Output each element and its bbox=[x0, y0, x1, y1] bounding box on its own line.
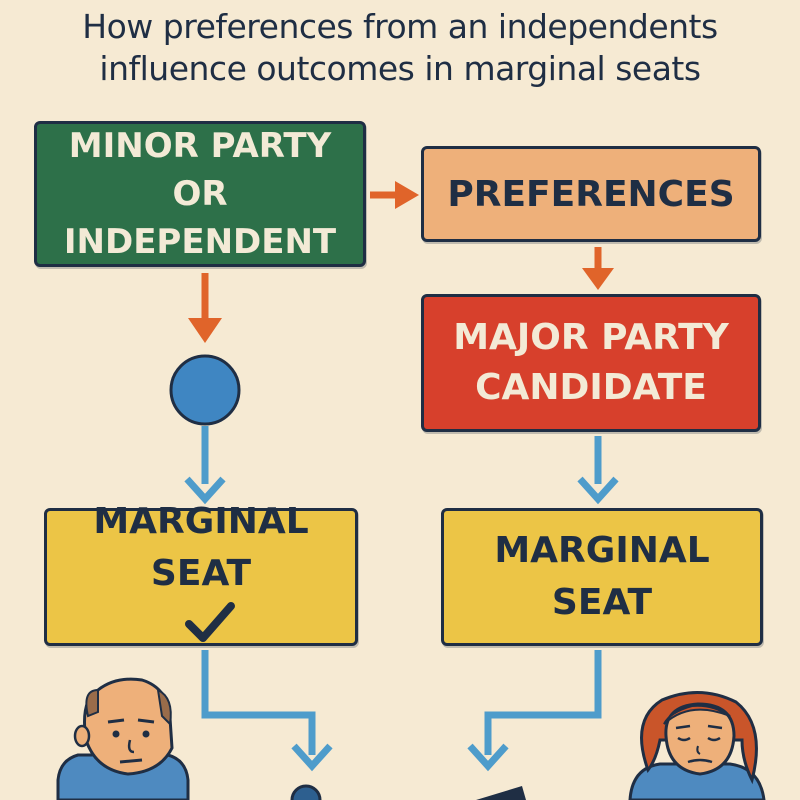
minor-party-line-1: MINOR PARTY bbox=[68, 126, 332, 166]
major-party-box: MAJOR PARTY CANDIDATE bbox=[421, 294, 761, 432]
major-party-line-2: CANDIDATE bbox=[475, 367, 707, 408]
marginal-seat-left-line-2: SEAT bbox=[150, 552, 252, 594]
arrow-seat-right-to-outcome bbox=[467, 650, 602, 772]
arrow-preferences-to-major bbox=[582, 247, 614, 290]
man-icon bbox=[56, 677, 190, 800]
marginal-seat-left-box: MARGINAL SEAT bbox=[44, 501, 358, 646]
diagram-title: How preferences from an independents inf… bbox=[0, 6, 800, 90]
preferences-label: PREFERENCES bbox=[447, 173, 735, 215]
title-line-1: How preferences from an independents bbox=[82, 7, 718, 46]
marginal-seat-right-line-1: MARGINAL bbox=[494, 530, 710, 571]
arrow-seat-left-to-outcome bbox=[201, 650, 333, 772]
arrow-minor-to-circle bbox=[188, 273, 222, 343]
arrow-minor-to-preferences bbox=[370, 181, 419, 209]
minor-party-box: MINOR PARTY OR INDEPENDENT bbox=[34, 121, 366, 267]
ballot-card-partial bbox=[476, 786, 526, 800]
marginal-seat-left-line-2-row: SEAT bbox=[151, 548, 251, 659]
arrow-circle-to-seat-left bbox=[184, 426, 226, 505]
arrow-major-to-seat-right bbox=[577, 436, 619, 505]
minor-party-line-2: OR INDEPENDENT bbox=[63, 174, 337, 262]
title-line-2: influence outcomes in marginal seats bbox=[99, 49, 701, 88]
marginal-seat-right-line-2: SEAT bbox=[551, 582, 653, 623]
circle-node bbox=[169, 354, 241, 426]
person-head-partial bbox=[290, 784, 322, 800]
major-party-line-1: MAJOR PARTY bbox=[453, 317, 729, 358]
woman-icon bbox=[628, 690, 766, 800]
check-icon bbox=[185, 601, 235, 642]
marginal-seat-left-line-1: MARGINAL bbox=[93, 500, 309, 542]
marginal-seat-right-box: MARGINAL SEAT bbox=[441, 508, 763, 646]
preferences-box: PREFERENCES bbox=[421, 146, 761, 242]
